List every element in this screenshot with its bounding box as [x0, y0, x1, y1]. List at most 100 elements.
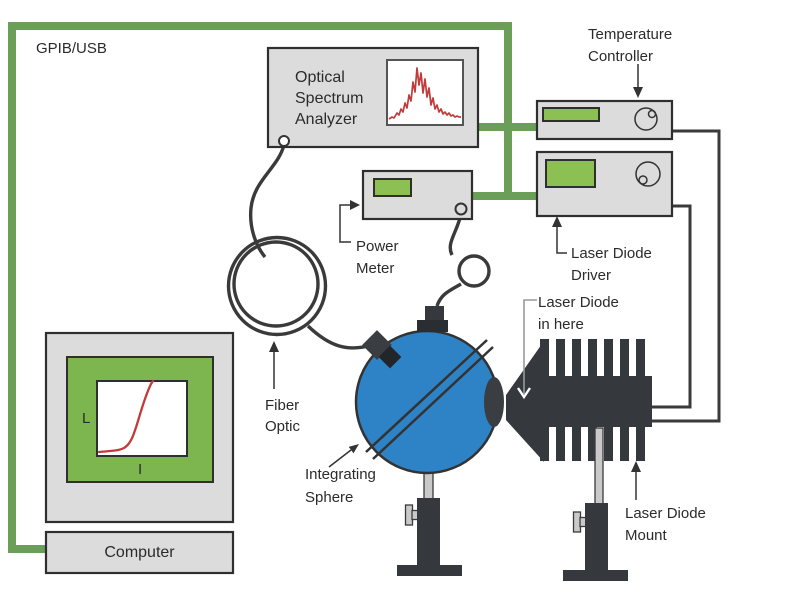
osa-label: Optical Spectrum Analyzer	[295, 67, 363, 130]
pm-cable-upper	[448, 213, 463, 256]
integrating-sphere	[354, 306, 504, 475]
pm-cable-lower	[435, 282, 462, 307]
pm-display	[373, 178, 412, 197]
instruments	[266, 46, 674, 221]
sphere-post-stand	[397, 449, 462, 576]
ldd-pointer-line	[556, 226, 567, 254]
heatsink-fin	[588, 339, 597, 379]
tc-wire	[652, 129, 721, 423]
ldd-label-line2: Driver	[571, 267, 611, 284]
mount-post-stand	[563, 427, 628, 581]
osa-label-line3: Analyzer	[295, 111, 358, 128]
pm-connector	[454, 202, 468, 216]
heatsink-fin	[636, 339, 645, 379]
fiber-label-line2: Optic	[265, 418, 301, 435]
fiber-cable-lower	[306, 324, 373, 350]
sphere-label-line1: Integrating	[305, 466, 376, 483]
heatsink-fin	[620, 425, 629, 461]
sphere-baffle-line	[372, 346, 494, 460]
sphere-pointer-line	[328, 449, 352, 468]
fiber-label-line1: Fiber	[265, 397, 300, 414]
laser-diode-in-here-label: Laser Diode in here	[538, 292, 619, 336]
pm-pointer-arrowhead	[350, 200, 360, 210]
ldd-pointer-arrowhead	[552, 216, 562, 227]
pm-cable	[435, 213, 491, 307]
sphere-top-port-neck	[425, 306, 444, 322]
mount-post-holder	[585, 503, 608, 572]
monitor-y-axis-label: L	[82, 410, 91, 427]
heatsink-fin	[604, 425, 613, 461]
sphere-baffle-line	[365, 339, 488, 453]
li-curve	[97, 379, 155, 454]
tc-knob-marker	[647, 109, 657, 119]
in-here-label-line2: in here	[538, 316, 584, 333]
heatsink-fin	[572, 339, 581, 379]
pm-cable-loop	[457, 254, 491, 288]
in-here-label-line1: Laser Diode	[538, 294, 619, 311]
mount-cone	[506, 341, 544, 462]
laser-diode-mount	[506, 339, 652, 462]
mount-wires	[652, 129, 721, 423]
fiber-optic-label: Fiber Optic	[265, 395, 300, 437]
laser-diode-driver-label: Laser Diode Driver	[571, 243, 652, 287]
fiber-pointer-arrowhead	[269, 341, 279, 352]
osa-label-line1: Optical	[295, 69, 345, 86]
osa-label-line2: Spectrum	[295, 90, 364, 107]
fiber-coil-outer	[226, 235, 328, 337]
mount-label-line2: Mount	[625, 527, 667, 544]
ldd-display	[545, 159, 596, 188]
sphere-exit-port	[484, 377, 504, 427]
mount-pointer-arrowhead	[631, 461, 641, 472]
integrating-sphere-label: Integrating Sphere	[305, 463, 376, 509]
gpib-usb-label: GPIB/USB	[36, 40, 107, 57]
ldd-label-line1: Laser Diode	[571, 245, 652, 262]
annotations	[269, 64, 643, 500]
heatsink-fin	[572, 425, 581, 461]
heatsink-fin	[556, 425, 565, 461]
heatsink-fin	[604, 339, 613, 379]
power-meter-label: Power Meter	[356, 236, 399, 280]
gpib-bus-trunk	[8, 22, 512, 553]
heatsink-fin	[556, 339, 565, 379]
mount-stand-base	[563, 570, 628, 581]
mount-post	[594, 427, 604, 506]
sphere-top-port-flange	[417, 320, 448, 332]
in-here-leader-arrowhead	[517, 387, 531, 400]
tc-label-line2: Controller	[588, 48, 654, 65]
computer-tower	[44, 530, 235, 575]
ldd-knob-marker	[638, 175, 648, 185]
ldd-wire	[652, 204, 692, 409]
pm-label-line1: Power	[356, 238, 399, 255]
pm-pointer-line	[339, 204, 351, 243]
fiber-connector-tip	[378, 345, 402, 369]
sphere-pointer-arrowhead	[348, 444, 359, 454]
tc-label-line1: Temperature	[588, 26, 673, 43]
sphere-stand-base	[397, 565, 462, 576]
heatsink-fin	[620, 339, 629, 379]
sphere-label-line2: Sphere	[305, 489, 354, 506]
in-here-leader-line	[523, 299, 537, 394]
pm-label-line2: Meter	[356, 260, 395, 277]
spectrum-trace	[388, 67, 461, 120]
heatsink-fin	[636, 425, 645, 461]
tc-knob	[634, 107, 658, 131]
osa-fiber-connector	[278, 135, 290, 147]
monitor-x-axis-label: I	[138, 461, 143, 478]
computer	[44, 331, 235, 575]
gpib-bus	[8, 22, 537, 553]
tc-display	[542, 107, 600, 122]
ldd-knob	[635, 161, 661, 187]
fiber-cable	[226, 144, 373, 350]
mount-label-line1: Laser Diode	[625, 505, 706, 522]
heatsink-fin	[588, 425, 597, 461]
mount-body	[540, 376, 652, 427]
sphere-post-holder	[417, 498, 440, 567]
laser-diode-mount-label: Laser Diode Mount	[625, 503, 706, 547]
temperature-controller-label: Temperature Controller	[588, 24, 672, 68]
fiber-coil-inner	[232, 240, 320, 328]
monitor-chart-area	[96, 380, 188, 457]
heatsink-fin	[540, 339, 549, 379]
tc-pointer-arrowhead	[633, 87, 643, 98]
